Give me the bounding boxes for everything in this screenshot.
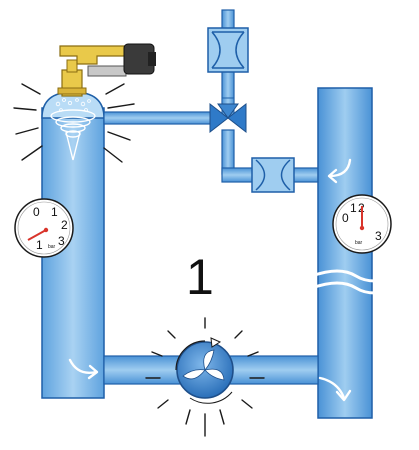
three-way-valve bbox=[209, 97, 247, 134]
right-gauge-tick: 3 bbox=[375, 229, 382, 243]
flow-meter-right bbox=[251, 157, 295, 193]
pump-vibration-rays bbox=[145, 317, 265, 437]
left-gauge-tick: 0 bbox=[33, 205, 40, 219]
swirl-vortex bbox=[50, 109, 96, 161]
right-gauge-unit: bar bbox=[355, 240, 363, 246]
left-gauge-unit: bar bbox=[48, 244, 56, 250]
flow-meter-top bbox=[207, 27, 249, 73]
left-gauge-needle bbox=[27, 229, 47, 241]
flow-arrows bbox=[68, 158, 352, 402]
circulation-pump bbox=[175, 337, 234, 404]
right-gauge-tick: 0 bbox=[342, 211, 349, 225]
automatic-air-vent bbox=[57, 43, 156, 97]
diagram-number-label: 1 bbox=[186, 249, 214, 305]
left-gauge-tick: 3 bbox=[58, 234, 65, 248]
right-pressure-gauge: 0 1 2 3 bar bbox=[332, 194, 392, 254]
supply-pipe-top bbox=[103, 111, 217, 125]
right-gauge-tick: 1 bbox=[350, 201, 357, 215]
valve-drop-pipe bbox=[221, 129, 235, 175]
tank-noise-rays bbox=[13, 83, 135, 163]
left-gauge-tick: 2 bbox=[61, 218, 68, 232]
left-pressure-gauge: 0 1 2 3 1 bar bbox=[14, 198, 74, 258]
air-bubbles bbox=[55, 98, 91, 112]
left-gauge-tick: 1 bbox=[51, 205, 58, 219]
left-gauge-tick: 1 bbox=[36, 238, 43, 252]
